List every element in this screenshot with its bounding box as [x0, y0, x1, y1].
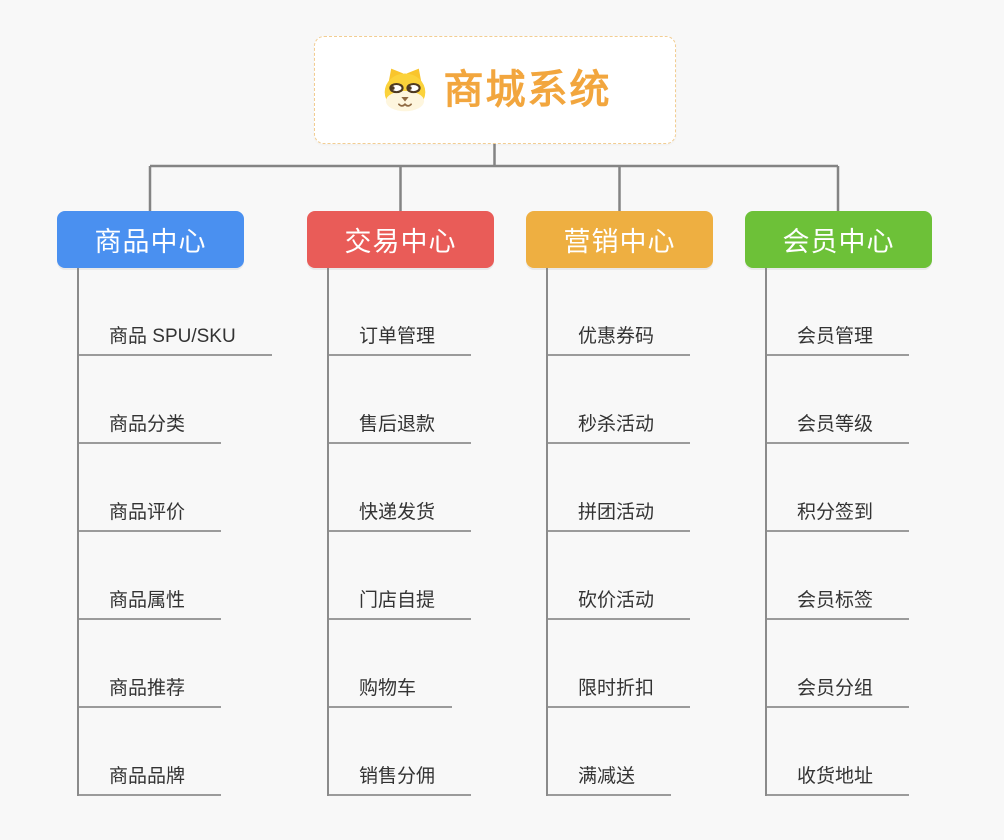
branch-node-member-center[interactable]: 会员中心 — [745, 211, 932, 268]
leaf-label: 拼团活动 — [578, 502, 655, 524]
leaf-label: 商品品牌 — [109, 766, 186, 788]
leaf-node[interactable]: 商品评价 — [79, 444, 222, 532]
leaf-node[interactable]: 拼团活动 — [548, 444, 691, 532]
root-node[interactable]: 商城系统 — [314, 36, 676, 144]
branch-items-product: 商品 SPU/SKU 商品分类 商品评价 商品属性 商品推荐 商品品牌 — [77, 268, 272, 796]
leaf-node[interactable]: 砍价活动 — [548, 532, 691, 620]
dog-icon — [384, 68, 425, 111]
leaf-node[interactable]: 订单管理 — [329, 268, 472, 356]
leaf-node[interactable]: 满减送 — [548, 708, 672, 796]
leaf-label: 商品属性 — [109, 590, 186, 612]
leaf-label: 积分签到 — [797, 502, 874, 524]
leaf-label: 快递发货 — [359, 502, 436, 524]
leaf-label: 限时折扣 — [578, 678, 655, 700]
leaf-label: 门店自提 — [359, 590, 436, 612]
branch-items-marketing: 优惠券码 秒杀活动 拼团活动 砍价活动 限时折扣 满减送 — [546, 268, 713, 796]
leaf-label: 商品 SPU/SKU — [109, 326, 236, 348]
leaf-label: 会员分组 — [797, 678, 874, 700]
leaf-node[interactable]: 商品推荐 — [79, 620, 222, 708]
leaf-label: 销售分佣 — [359, 766, 436, 788]
root-title: 商城系统 — [443, 68, 612, 112]
leaf-node[interactable]: 快递发货 — [329, 444, 472, 532]
branch-node-marketing-center[interactable]: 营销中心 — [526, 211, 713, 268]
leaf-label: 砍价活动 — [578, 590, 655, 612]
leaf-node[interactable]: 门店自提 — [329, 532, 472, 620]
leaf-label: 会员标签 — [797, 590, 874, 612]
leaf-label: 购物车 — [359, 678, 417, 700]
branch-node-product-center[interactable]: 商品中心 — [57, 211, 244, 268]
leaf-node[interactable]: 会员分组 — [767, 620, 910, 708]
leaf-node[interactable]: 优惠券码 — [548, 268, 691, 356]
branch-node-trade-center[interactable]: 交易中心 — [307, 211, 494, 268]
branch-marketing-center: 营销中心 优惠券码 秒杀活动 拼团活动 砍价活动 限时折扣 满减送 — [526, 211, 713, 796]
branch-trade-center: 交易中心 订单管理 售后退款 快递发货 门店自提 购物车 销售分佣 — [307, 211, 494, 796]
branch-items-member: 会员管理 会员等级 积分签到 会员标签 会员分组 收货地址 — [765, 268, 932, 796]
branch-member-center: 会员中心 会员管理 会员等级 积分签到 会员标签 会员分组 收货地址 — [745, 211, 932, 796]
leaf-label: 秒杀活动 — [578, 414, 655, 436]
leaf-node[interactable]: 会员管理 — [767, 268, 910, 356]
leaf-node[interactable]: 商品分类 — [79, 356, 222, 444]
leaf-label: 售后退款 — [359, 414, 436, 436]
leaf-node[interactable]: 收货地址 — [767, 708, 910, 796]
leaf-label: 订单管理 — [359, 326, 436, 348]
leaf-node[interactable]: 会员标签 — [767, 532, 910, 620]
branch-items-trade: 订单管理 售后退款 快递发货 门店自提 购物车 销售分佣 — [327, 268, 494, 796]
leaf-label: 商品分类 — [109, 414, 186, 436]
leaf-node[interactable]: 销售分佣 — [329, 708, 472, 796]
leaf-label: 会员等级 — [797, 414, 874, 436]
leaf-label: 满减送 — [578, 766, 636, 788]
leaf-label: 会员管理 — [797, 326, 874, 348]
leaf-label: 商品评价 — [109, 502, 186, 524]
leaf-label: 商品推荐 — [109, 678, 186, 700]
leaf-node[interactable]: 秒杀活动 — [548, 356, 691, 444]
leaf-node[interactable]: 购物车 — [329, 620, 453, 708]
leaf-node[interactable]: 积分签到 — [767, 444, 910, 532]
branch-product-center: 商品中心 商品 SPU/SKU 商品分类 商品评价 商品属性 商品推荐 商品品牌 — [57, 211, 272, 796]
leaf-label: 优惠券码 — [578, 326, 655, 348]
leaf-node[interactable]: 商品属性 — [79, 532, 222, 620]
leaf-node[interactable]: 限时折扣 — [548, 620, 691, 708]
leaf-node[interactable]: 会员等级 — [767, 356, 910, 444]
leaf-label: 收货地址 — [797, 766, 874, 788]
leaf-node[interactable]: 商品品牌 — [79, 708, 222, 796]
leaf-node[interactable]: 售后退款 — [329, 356, 472, 444]
leaf-node[interactable]: 商品 SPU/SKU — [79, 268, 272, 356]
